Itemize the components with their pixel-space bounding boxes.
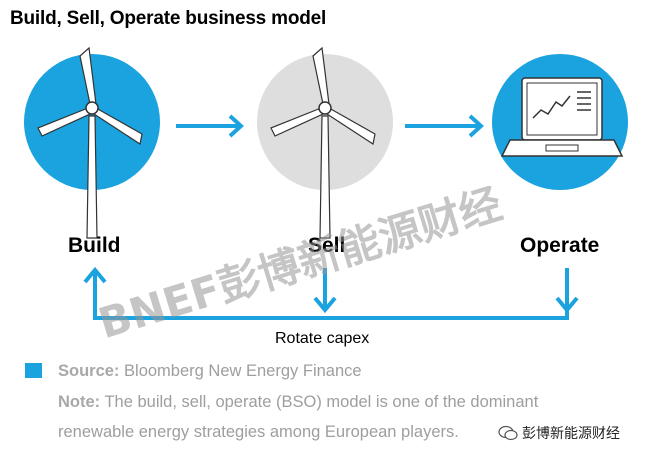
wechat-account: 彭博新能源财经 (498, 423, 620, 443)
source-text: Bloomberg New Energy Finance (124, 362, 362, 380)
note-line: Note: The build, sell, operate (BSO) mod… (58, 393, 538, 412)
diagram-title: Build, Sell, Operate business model (10, 8, 327, 29)
stage-build-label: Build (68, 234, 121, 257)
rotate-capex-loop (83, 266, 579, 320)
note-text-2: renewable energy strategies among Europe… (58, 423, 459, 441)
laptop-chart-icon (500, 77, 624, 157)
source-line: Source: Bloomberg New Energy Finance (58, 362, 362, 381)
note-label: Note: (58, 393, 101, 411)
wechat-account-name: 彭博新能源财经 (522, 425, 620, 441)
rotate-capex-label: Rotate capex (275, 330, 370, 347)
arrow-sell-to-operate (405, 114, 484, 138)
stage-sell-label: Sell (308, 234, 346, 257)
stage-operate-label: Operate (520, 234, 600, 257)
wechat-icon (498, 425, 518, 441)
arrow-build-to-sell (176, 114, 244, 138)
source-label: Source: (58, 362, 120, 380)
note-text-1: The build, sell, operate (BSO) model is … (104, 393, 539, 411)
legend-square (25, 363, 42, 378)
